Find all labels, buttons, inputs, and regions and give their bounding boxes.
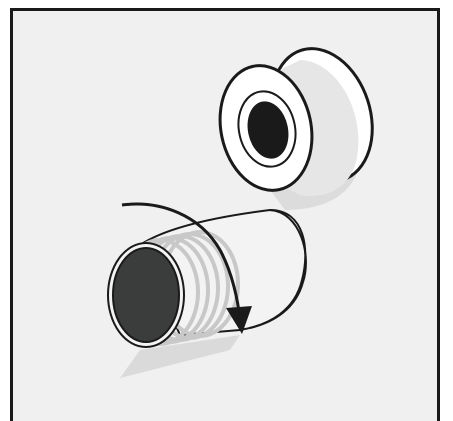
pipe-far-end <box>249 209 307 329</box>
wrap-direction-arrow-icon <box>121 202 252 334</box>
arrow-head <box>226 306 252 334</box>
figure-panel <box>10 8 440 421</box>
pipe-opening <box>112 247 180 343</box>
tape-roll-icon <box>218 47 374 210</box>
arrow-curve <box>121 202 242 321</box>
threaded-pipe-icon <box>107 208 307 378</box>
tape-roll-core-hole <box>247 101 289 159</box>
pipe-shadow <box>120 335 240 378</box>
